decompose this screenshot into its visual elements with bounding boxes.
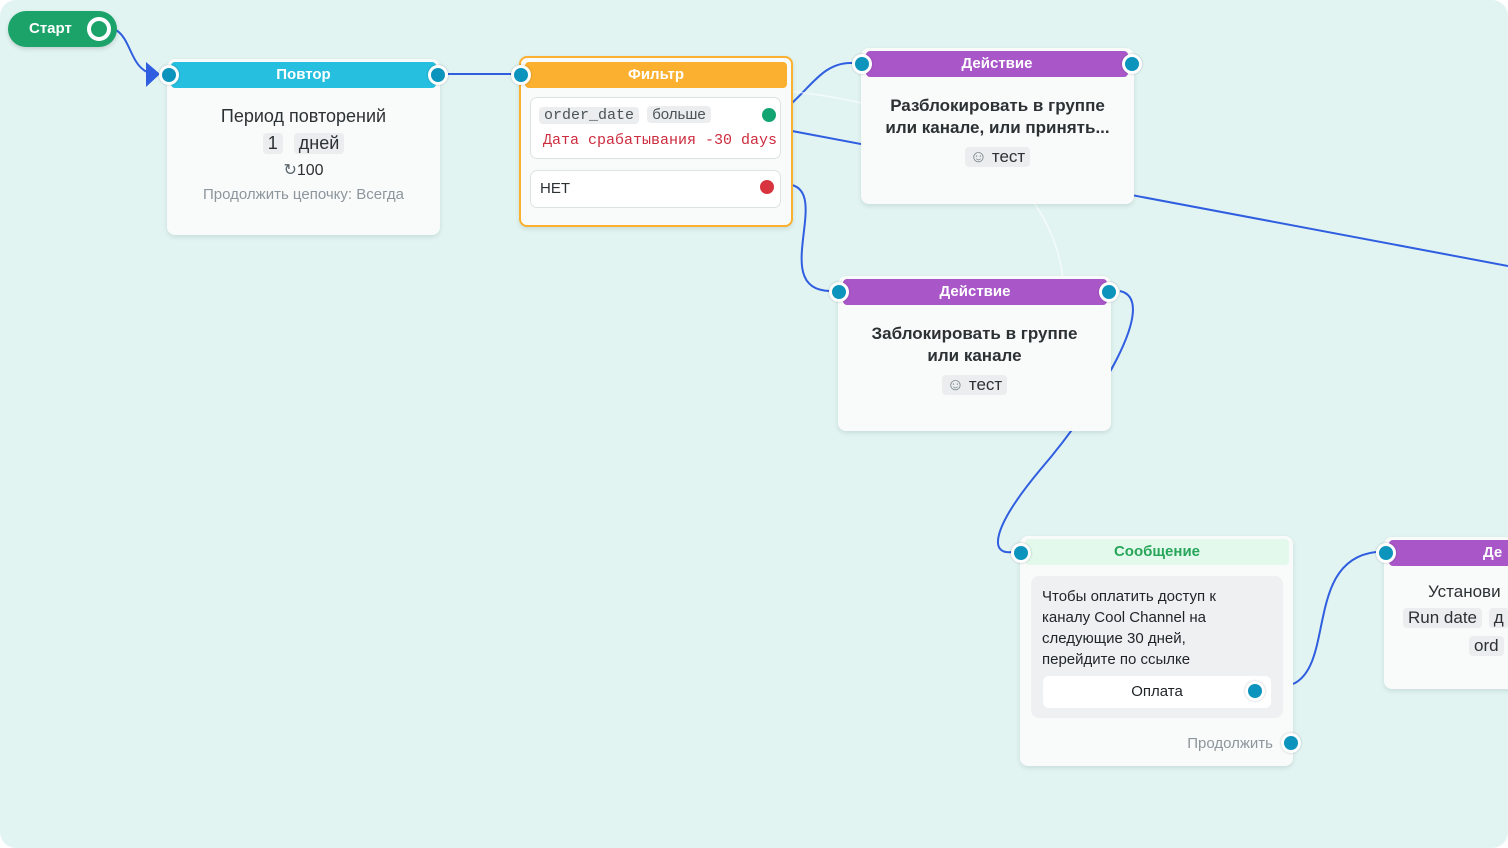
repeat-header-label: Повтор [276, 66, 331, 83]
action2-node-header: Действие [843, 279, 1107, 305]
action1-group-chip: ☺ тест [964, 147, 1031, 167]
filter-header-label: Фильтр [628, 66, 684, 83]
wire-start-repeat [115, 29, 153, 75]
action3-chip-row2: ord [1469, 636, 1504, 656]
repeat-count-row: ↻100 [167, 160, 440, 180]
action1-title-line2: или канале, или принять... [885, 118, 1110, 137]
action1-group-label: тест [991, 147, 1026, 166]
filter-value: Дата срабатывания -30 days [543, 132, 778, 149]
action1-title-line1: Разблокировать в группе [890, 96, 1105, 115]
action3-title: Установи [1428, 582, 1501, 601]
cycle-icon: ↻ [283, 162, 297, 179]
action3-chip-row1: Run date д [1403, 608, 1508, 628]
action1-node[interactable]: Действие Разблокировать в группе или кан… [861, 48, 1134, 204]
message-header-label: Сообщение [1113, 543, 1201, 560]
message-continue-label: Продолжить [1187, 735, 1273, 752]
filter-node[interactable]: Фильтр order_date больше Дата срабатыван… [519, 56, 793, 227]
repeat-node[interactable]: Повтор Период повторений 1 дней ↻100 Про… [167, 59, 440, 235]
repeat-node-header: Повтор [171, 62, 436, 88]
repeat-unit-chip: дней [293, 133, 345, 154]
repeat-period-title: Период повторений [220, 106, 387, 126]
start-label: Старт [29, 20, 72, 37]
message-node[interactable]: Сообщение Чтобы оплатить доступ к каналу… [1020, 536, 1293, 766]
payment-button-label: Оплата [1131, 683, 1183, 700]
action2-title-line2: или канале [927, 346, 1022, 365]
wire-filter-no-action2 [791, 184, 831, 292]
action3-input-port[interactable] [1376, 543, 1396, 563]
message-text-line: Чтобы оплатить доступ к [1042, 588, 1216, 605]
wire-filter-yes-action1 [791, 61, 853, 104]
action1-input-port[interactable] [852, 54, 872, 74]
message-text-line: следующие 30 дней, [1042, 630, 1186, 647]
repeat-continue-text: Продолжить цепочку: Всегда [203, 186, 404, 203]
action1-output-port[interactable] [1122, 54, 1142, 74]
action2-header-label: Действие [939, 283, 1011, 300]
filter-yes-port[interactable] [759, 105, 779, 125]
action3-chip1-suffix: д [1488, 608, 1508, 628]
message-text: Чтобы оплатить доступ к каналу Cool Chan… [1042, 586, 1216, 670]
message-continue-port[interactable] [1281, 733, 1301, 753]
message-text-line: каналу Cool Channel на [1042, 609, 1206, 626]
filter-condition-box[interactable]: order_date больше Дата срабатывания -30 … [530, 97, 781, 159]
arrow-right-icon [146, 62, 160, 87]
filter-condition-row: order_date больше [539, 106, 711, 124]
message-payment-button[interactable]: Оплата [1043, 676, 1271, 708]
wire-message-action3 [1292, 551, 1377, 685]
action2-input-port[interactable] [829, 282, 849, 302]
action1-group-row: ☺ тест [861, 147, 1134, 167]
message-text-line: перейдите по ссылке [1042, 651, 1191, 668]
filter-field-chip: order_date [539, 107, 640, 124]
filter-no-box[interactable]: НЕТ [530, 170, 781, 208]
action2-group-row: ☺ тест [838, 375, 1111, 395]
action2-node[interactable]: Действие Заблокировать в группе или кана… [838, 276, 1111, 431]
action1-node-header: Действие [866, 51, 1128, 77]
action2-output-port[interactable] [1099, 282, 1119, 302]
action3-header-label: Де [1483, 544, 1503, 561]
filter-no-label: НЕТ [540, 180, 570, 197]
action1-header-label: Действие [961, 55, 1033, 72]
action2-title-line1: Заблокировать в группе [871, 324, 1078, 343]
repeat-period-values: 1 дней [167, 133, 440, 154]
action3-node-header: Де [1389, 540, 1508, 566]
action3-node[interactable]: Де Установи Run date д ord [1384, 537, 1508, 689]
action2-group-label: тест [968, 375, 1003, 394]
start-node[interactable]: Старт [8, 11, 117, 47]
filter-node-header: Фильтр [525, 62, 787, 88]
repeat-input-port[interactable] [159, 65, 179, 85]
action2-group-chip: ☺ тест [941, 375, 1008, 395]
repeat-output-port[interactable] [428, 65, 448, 85]
message-button-port[interactable] [1245, 681, 1265, 701]
action3-run-date-chip: Run date [1403, 608, 1482, 628]
message-body-card: Чтобы оплатить доступ к каналу Cool Chan… [1031, 576, 1283, 718]
message-input-port[interactable] [1011, 543, 1031, 563]
users-icon: ☺ [969, 147, 988, 166]
message-node-header: Сообщение [1025, 539, 1289, 565]
repeat-total: 100 [296, 162, 324, 179]
users-icon: ☺ [946, 375, 965, 394]
filter-operator-chip: больше [647, 106, 711, 123]
repeat-count-chip: 1 [262, 133, 283, 154]
start-output-port[interactable] [87, 17, 111, 41]
filter-input-port[interactable] [511, 65, 531, 85]
filter-no-port[interactable] [757, 177, 777, 197]
action3-order-chip: ord [1469, 636, 1504, 656]
